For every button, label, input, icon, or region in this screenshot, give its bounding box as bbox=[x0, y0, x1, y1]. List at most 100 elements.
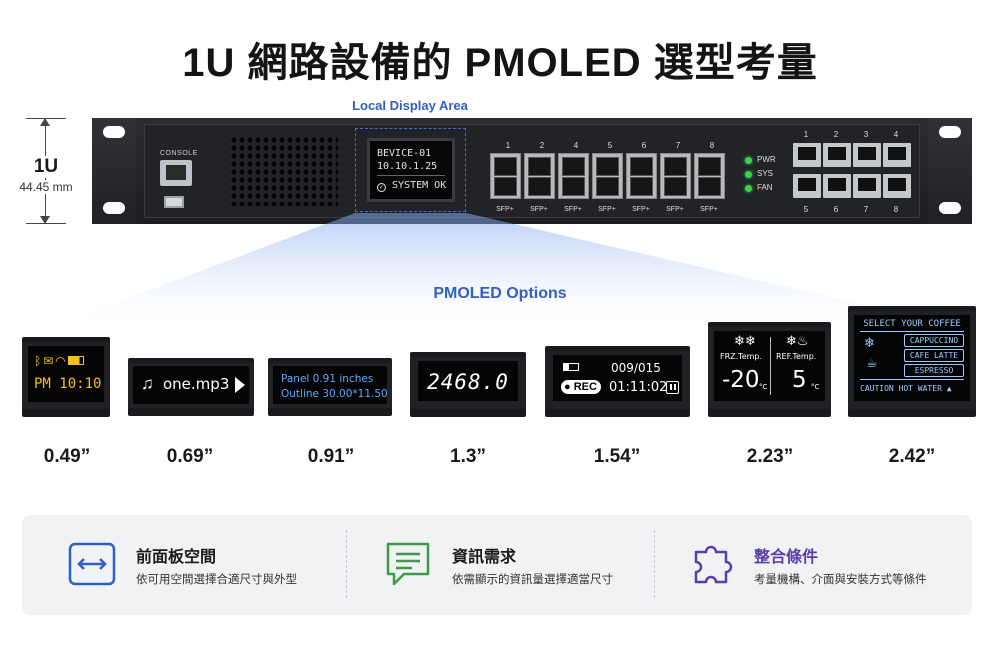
bluetooth-icon: ᛒ bbox=[34, 354, 44, 368]
sfp-port-label: SFP+ bbox=[666, 206, 684, 213]
fan-led bbox=[745, 185, 752, 192]
dimension-unit: 1U bbox=[18, 156, 74, 178]
card-desc: 考量機構、介面與安裝方式等條件 bbox=[754, 574, 927, 586]
rack-ear-right bbox=[928, 118, 972, 224]
sfp-cage bbox=[490, 153, 521, 199]
led-label: FAN bbox=[757, 183, 773, 192]
front-display-status-text: SYSTEM OK bbox=[392, 180, 447, 191]
coffee-cup-icon: ☕ bbox=[866, 355, 878, 370]
rj45-port-number: 2 bbox=[833, 130, 839, 139]
check-circle-icon: ✓ bbox=[377, 183, 386, 192]
temp-unit: °C bbox=[811, 383, 820, 391]
status-icons: ᛒ✉◠ bbox=[34, 354, 84, 368]
oled-module-049: ᛒ✉◠ PM 10:10 bbox=[22, 337, 110, 417]
music-note-icon: ♫ bbox=[141, 374, 154, 393]
rack-ear-left bbox=[92, 118, 136, 224]
card-desc: 依可用空間選擇合適尺寸與外型 bbox=[136, 574, 297, 586]
puzzle-icon bbox=[694, 545, 733, 584]
sfp-cage bbox=[558, 153, 589, 199]
sfp-port-label: SFP+ bbox=[530, 206, 548, 213]
oled-text-line: Outline 30.00*11.50 bbox=[281, 388, 387, 400]
oled-text: PM 10:10 bbox=[34, 376, 102, 392]
considerations-panel bbox=[22, 515, 972, 615]
rj45-port-number: 5 bbox=[803, 205, 809, 214]
usb-port bbox=[164, 196, 184, 208]
battery-icon bbox=[563, 363, 579, 371]
front-display-line: BEVICE-01 bbox=[377, 148, 432, 159]
menu-item: CAPPUCCINO bbox=[904, 334, 964, 347]
local-display-area bbox=[355, 128, 466, 212]
oled-module-154: 009/015 ● REC 01:11:02 bbox=[545, 346, 690, 417]
sfp-port-label: SFP+ bbox=[700, 206, 718, 213]
rj45-port bbox=[883, 174, 911, 198]
card-title: 整合條件 bbox=[754, 549, 819, 566]
sfp-cage bbox=[524, 153, 555, 199]
resize-arrows-icon bbox=[68, 542, 116, 586]
rj45-port bbox=[793, 143, 821, 167]
snowflake-icon: ❄ bbox=[864, 335, 875, 350]
oled-module-069: ♫ one.mp3 bbox=[128, 358, 254, 416]
rj45-port bbox=[793, 174, 821, 198]
menu-header: SELECT YOUR COFFEE bbox=[863, 319, 961, 329]
rec-badge: ● REC bbox=[561, 380, 601, 394]
sfp-port-number: 7 bbox=[675, 141, 681, 150]
menu-item: ESPRESSO bbox=[904, 364, 964, 377]
sfp-port-label: SFP+ bbox=[632, 206, 650, 213]
rj45-port-number: 4 bbox=[893, 130, 899, 139]
sfp-port-label: SFP+ bbox=[598, 206, 616, 213]
sfp-port-number: 2 bbox=[539, 141, 545, 150]
sfp-port-number: 6 bbox=[641, 141, 647, 150]
pause-icon bbox=[666, 381, 679, 394]
console-label: CONSOLE bbox=[160, 150, 198, 157]
rec-text: REC bbox=[573, 381, 597, 393]
temp-label: FRZ.Temp. bbox=[720, 352, 763, 361]
sfp-cage bbox=[626, 153, 657, 199]
rj45-port-number: 6 bbox=[833, 205, 839, 214]
sfp-port-number: 4 bbox=[573, 141, 579, 150]
sfp-cage bbox=[660, 153, 691, 199]
footer-text: CAUTION HOT WATER bbox=[860, 384, 942, 393]
size-label: 2.42” bbox=[888, 446, 936, 467]
rj45-port bbox=[853, 174, 881, 198]
size-label: 1.54” bbox=[593, 446, 641, 467]
sfp-port-number: 5 bbox=[607, 141, 613, 150]
rj45-port bbox=[883, 143, 911, 167]
oled-module-242: SELECT YOUR COFFEE ❄ ☕ CAPPUCCINO CAFE L… bbox=[848, 306, 976, 417]
oled-module-223: ❄❄ ❄♨ FRZ.Temp. REF.Temp. -20 °C 5 °C bbox=[708, 322, 831, 417]
sys-led bbox=[745, 171, 752, 178]
rj45-port bbox=[823, 143, 851, 167]
oled-module-130: 2468.0 bbox=[410, 352, 526, 417]
size-label: 0.49” bbox=[43, 446, 91, 467]
rj45-port bbox=[823, 174, 851, 198]
front-display-status: ✓ SYSTEM OK bbox=[377, 179, 447, 192]
mail-icon: ✉ bbox=[43, 354, 56, 368]
card-title: 資訊需求 bbox=[452, 549, 517, 566]
size-label: 0.91” bbox=[307, 446, 355, 467]
play-icon bbox=[235, 377, 245, 393]
fridge-icon: ❄♨ bbox=[786, 333, 809, 348]
sfp-port-label: SFP+ bbox=[496, 206, 514, 213]
sfp-port-number: 8 bbox=[709, 141, 715, 150]
message-icon bbox=[386, 542, 430, 586]
menu-footer: CAUTION HOT WATER ▲ bbox=[860, 384, 952, 393]
oled-text-line: Panel 0.91 inches bbox=[281, 373, 374, 385]
temp-value: 5 bbox=[792, 367, 807, 393]
console-port bbox=[160, 160, 192, 186]
sfp-port-label: SFP+ bbox=[564, 206, 582, 213]
menu-item: CAFE LATTE bbox=[904, 349, 964, 362]
sfp-port-number: 1 bbox=[505, 141, 511, 150]
warning-icon: ▲ bbox=[946, 384, 952, 393]
size-label: 2.23” bbox=[746, 446, 794, 467]
time-readout: 01:11:02 bbox=[609, 380, 668, 395]
pmoled-options-label: PMOLED Options bbox=[433, 285, 567, 302]
battery-icon bbox=[67, 356, 84, 365]
temp-value: -20 bbox=[722, 367, 760, 393]
sfp-cage bbox=[694, 153, 725, 199]
wifi-icon: ◠ bbox=[55, 354, 68, 368]
rj45-port bbox=[853, 143, 881, 167]
size-label: 0.69” bbox=[166, 446, 214, 467]
local-display-label: Local Display Area bbox=[352, 98, 468, 113]
temp-label: REF.Temp. bbox=[776, 352, 817, 361]
vent-grille bbox=[230, 136, 338, 206]
